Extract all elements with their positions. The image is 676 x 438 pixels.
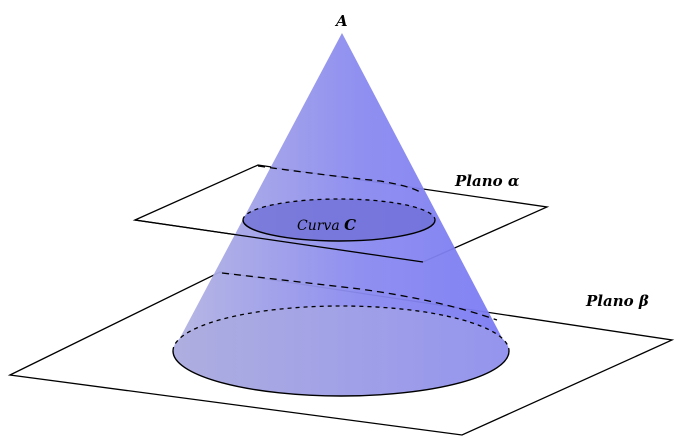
- apex-label: A: [334, 12, 348, 30]
- curve-c-back-edge: [242, 198, 436, 221]
- plane-beta-label: Plano β: [585, 292, 649, 310]
- curve-c-label: Curva C: [297, 216, 356, 234]
- plane-alpha-front-edge: [134, 219, 424, 263]
- plane-alpha-hidden-edge: [257, 165, 421, 193]
- curve-c-front-edge: [242, 219, 436, 242]
- plane-beta-hidden-edge: [221, 272, 498, 321]
- plane-beta: [7, 271, 675, 436]
- curve-c-fill: [243, 199, 435, 241]
- plane-alpha-label: Plano α: [454, 172, 520, 190]
- curve-c-label-letter: C: [344, 216, 356, 234]
- cone-base: [173, 306, 509, 396]
- curve-c-label-prefix: Curva: [297, 218, 344, 234]
- cone-base-front-edge: [172, 350, 510, 397]
